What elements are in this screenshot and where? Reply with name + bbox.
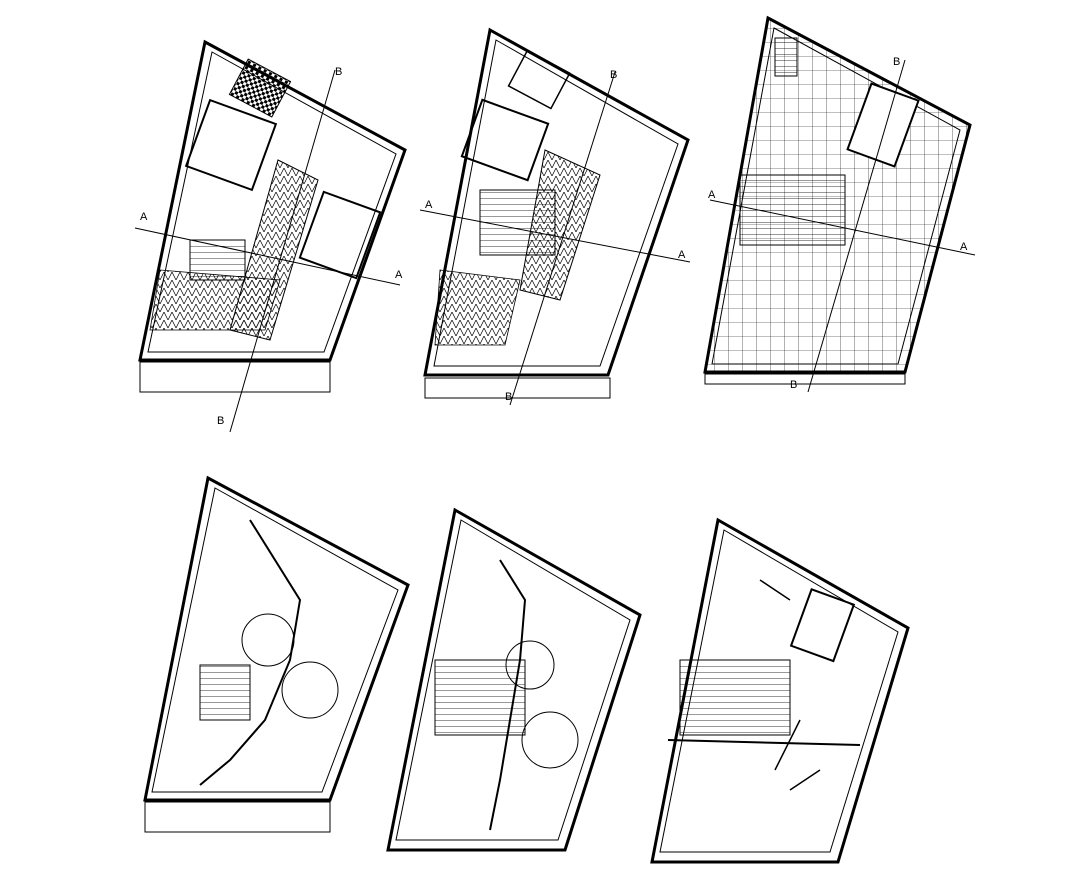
plan-3-service-room: [846, 82, 920, 168]
plan-5-pipe-run: [489, 559, 527, 831]
plan-4-hall-arc-2: [281, 661, 339, 719]
plan-2-bedroom-1: [460, 98, 550, 182]
plan-6-inner-wall: [659, 529, 899, 853]
plan-4-pipe-run: [199, 519, 302, 786]
plan-6-outline: [650, 517, 910, 864]
plan-1-mark-a-right: A: [395, 269, 403, 281]
plan-2-stair: [479, 189, 556, 256]
plan-2-section-line-b: [509, 71, 616, 406]
plan-3-bottom-dim-line: [704, 373, 906, 385]
plan-1-bedroom-2: [298, 190, 382, 280]
plan-4-inner-wall: [151, 487, 399, 793]
plan-1-bottom-dim-line: [139, 361, 331, 393]
plan-5-hall-arc: [505, 640, 555, 690]
plan-1-mark-a-left: A: [140, 211, 148, 223]
plan-5-installation-plan: [386, 507, 642, 852]
plan-2-bathroom: [507, 49, 571, 110]
plan-3-roof-plan: A A B B: [703, 15, 976, 393]
plan-2-mark-b-bottom: B: [505, 391, 512, 403]
plan-5-outline: [386, 507, 642, 852]
plan-1-section-line-b: [229, 69, 336, 433]
plan-1-mark-b-bottom: B: [217, 415, 224, 427]
plan-2-inner-wall: [433, 39, 679, 367]
plan-4-installation-plan: [143, 475, 410, 833]
plan-2-mark-a-left: A: [425, 199, 433, 211]
plan-2-lower-floor: [434, 269, 521, 346]
plan-2-section-line-a: [419, 209, 691, 263]
plan-4-bottom-dim-line: [144, 801, 331, 833]
plan-4-stair: [199, 664, 251, 721]
plan-4-hall-arc: [241, 613, 295, 667]
plan-6-service-room: [789, 588, 856, 663]
plan-4-outline: [143, 475, 410, 802]
plan-2-mark-b-top: B: [610, 69, 617, 81]
plan-3-mark-a-right: A: [960, 241, 968, 253]
plan-5-inner-wall: [395, 519, 631, 841]
plan-3-mark-b-bottom: B: [790, 379, 797, 391]
plan-1-mark-b-top: B: [335, 66, 342, 78]
plan-1-floor-plan: A A B B: [134, 39, 407, 433]
plan-2-floor-plan: A A B B: [419, 27, 691, 406]
plan-1-bathroom-floor: [228, 58, 292, 118]
plan-3-section-line-b: [807, 59, 906, 393]
plan-5-stair: [434, 659, 526, 736]
plan-1-outline: [138, 39, 407, 362]
plan-1-stair: [189, 239, 246, 281]
plan-3-corner-stair: [774, 37, 798, 77]
plan-1-inner-wall: [147, 51, 397, 353]
plan-6-installation-plan: [650, 517, 910, 864]
plan-3-mark-a-left: A: [708, 189, 716, 201]
plan-6-stair: [679, 659, 791, 736]
plan-2-bottom-dim-line: [424, 377, 611, 399]
plan-6-pipe-run: [759, 579, 821, 791]
plan-5-hall-arc-2: [521, 711, 579, 769]
plan-1-bedroom-1: [184, 98, 278, 192]
plan-2-mark-a-right: A: [678, 249, 686, 261]
plan-6-partition: [667, 739, 861, 746]
plan-3-section-line-a: [709, 199, 976, 256]
plan-1-section-line-a: [134, 227, 401, 286]
plan-2-outline: [423, 27, 690, 377]
plan-3-mark-b-top: B: [893, 56, 900, 68]
